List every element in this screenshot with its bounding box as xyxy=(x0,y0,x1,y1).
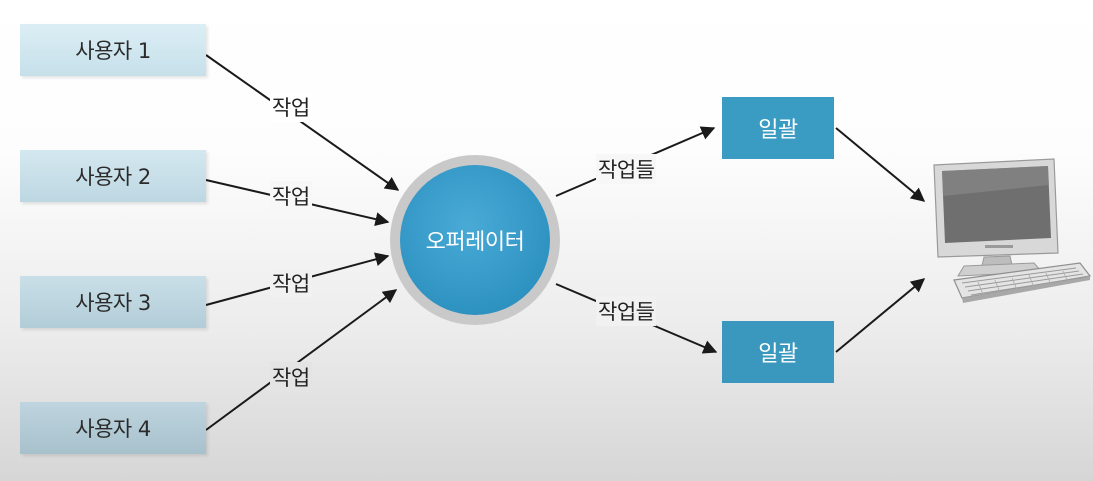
operator-circle: 오퍼레이터 xyxy=(400,165,550,315)
edge-label-batch1: 작업들 xyxy=(596,154,657,184)
batch-box-label: 일괄 xyxy=(758,342,798,367)
edge-label-batch2: 작업들 xyxy=(596,296,657,326)
edge-label-user4: 작업 xyxy=(270,362,312,392)
operator-label: 오퍼레이터 xyxy=(425,230,525,255)
arrow-batch2-computer xyxy=(835,278,926,353)
operator-node: 오퍼레이터 xyxy=(390,155,560,325)
edge-label-user2: 작업 xyxy=(270,181,312,211)
user-box-label: 사용자 4 xyxy=(75,417,151,441)
edge-label-user3: 작업 xyxy=(270,268,312,298)
batch-box-label: 일괄 xyxy=(758,118,798,143)
user-box-2: 사용자 2 xyxy=(20,150,206,202)
user-box-3: 사용자 3 xyxy=(20,276,206,328)
user-box-label: 사용자 2 xyxy=(75,165,151,189)
batch-box-1: 일괄 xyxy=(722,97,834,159)
batch-box-2: 일괄 xyxy=(722,321,834,383)
edge-label-user1: 작업 xyxy=(270,92,312,122)
arrow-user1-operator xyxy=(205,54,400,191)
user-box-4: 사용자 4 xyxy=(20,402,206,454)
user-box-1: 사용자 1 xyxy=(20,24,206,76)
user-box-label: 사용자 1 xyxy=(75,39,151,63)
arrow-user4-operator xyxy=(205,289,398,431)
user-box-label: 사용자 3 xyxy=(75,291,151,315)
arrow-batch1-computer xyxy=(835,127,926,202)
computer-icon xyxy=(933,158,1092,303)
